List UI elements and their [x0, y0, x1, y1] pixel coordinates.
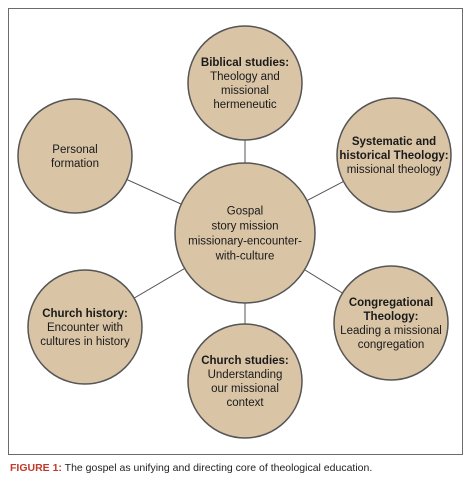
node-line-church-studies: context — [226, 397, 264, 409]
node-heading-congregational-theology: Theology: — [364, 311, 419, 323]
node-line-personal-formation: Personal — [52, 144, 97, 156]
caption-text: The gospel as unifying and directing cor… — [61, 462, 373, 474]
node-line-systematic-theology: missional theology — [347, 164, 442, 176]
center-line: with-culture — [215, 251, 275, 263]
figure-caption: FIGURE 1: The gospel as unifying and dir… — [10, 462, 470, 474]
node-center-gospel: Gospal story mission missionary-encounter-… — [174, 162, 316, 304]
node-line-church-history: Encounter with — [47, 322, 123, 334]
node-heading-church-history: Church history: — [42, 308, 128, 320]
node-heading-congregational-theology: Congregational — [349, 297, 433, 309]
node-circle-systematic-theology — [336, 97, 452, 213]
center-line: missionary-encounter- — [188, 236, 302, 248]
node-biblical-studies: Biblical studies: Theology and missional he… — [187, 25, 303, 141]
node-line-biblical-studies: missional — [221, 85, 269, 97]
nodes: Biblical studies: Theology and missional he… — [17, 25, 452, 439]
node-heading-biblical-studies: Biblical studies: — [201, 57, 289, 69]
node-line-church-history: cultures in history — [40, 336, 130, 348]
node-heading-church-studies: Church studies: — [201, 355, 289, 367]
gospel-core-diagram: Biblical studies: Theology and missional he… — [17, 25, 452, 439]
node-circle-church-history — [27, 269, 143, 385]
node-line-congregational-theology: congregation — [358, 339, 425, 351]
center-line: story mission — [211, 221, 278, 233]
node-line-church-studies: Understanding — [208, 369, 283, 381]
node-systematic-theology: Systematic and historical Theology: missio… — [336, 97, 452, 213]
node-circle-church-studies — [187, 323, 303, 439]
node-line-congregational-theology: Leading a missional — [340, 325, 442, 337]
node-circle-personal-formation — [17, 98, 133, 214]
node-circle-congregational-theology — [333, 265, 449, 381]
node-church-studies: Church studies: Understanding our missiona… — [187, 323, 303, 439]
node-line-church-studies: our missional — [211, 383, 279, 395]
node-line-biblical-studies: Theology and — [210, 71, 280, 83]
node-personal-formation: Personal formation — [17, 98, 133, 214]
node-heading-systematic-theology: historical Theology: — [339, 150, 448, 162]
node-circle-biblical-studies — [187, 25, 303, 141]
node-heading-systematic-theology: Systematic and — [352, 136, 436, 148]
caption-label: FIGURE 1: — [10, 462, 62, 474]
node-line-biblical-studies: hermeneutic — [213, 99, 277, 111]
node-circle-center — [174, 162, 316, 304]
center-line: Gospal — [227, 206, 263, 218]
node-church-history: Church history: Encounter with cultures in… — [27, 269, 143, 385]
node-line-personal-formation: formation — [51, 158, 99, 170]
